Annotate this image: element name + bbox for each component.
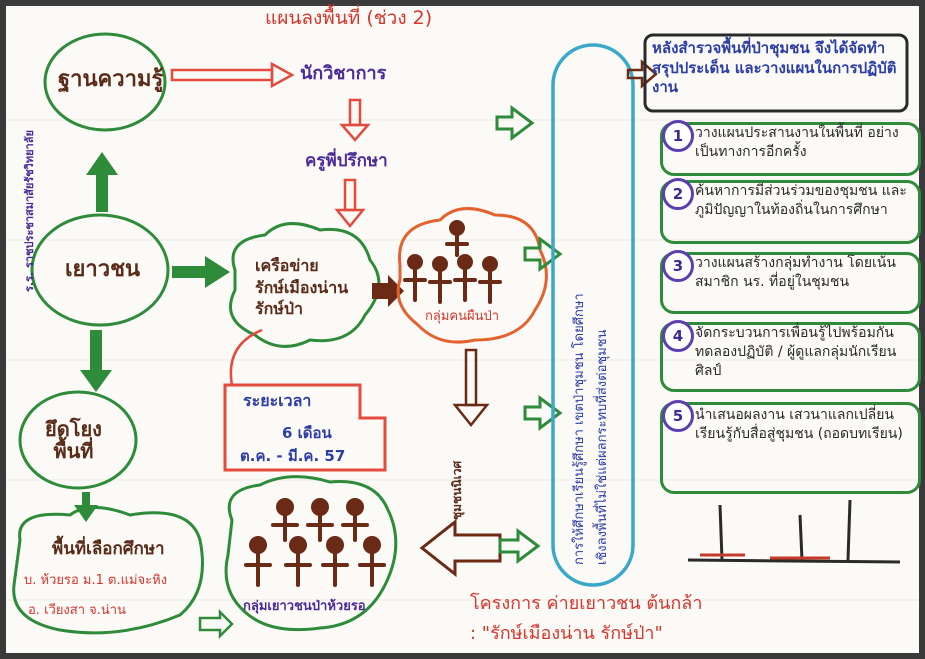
network-to-duration-connector [229,328,263,386]
study-area-title: พื้นที่เลือกศึกษา [52,539,165,559]
arrow-area-to-study [74,492,98,522]
plan-header-box [643,33,909,113]
youth-group-label: กลุ่มเยาวชนป่าห้วยรอ [243,599,366,614]
arrow-network-to-forest-group [372,275,404,307]
plan-item-4-text: จัดกระบวนการเพื่อนรู้ไปพร้อมกันทดลองปฏิบ… [695,325,897,379]
plan-item-1-number: 1 [662,120,694,152]
footer-project-name: : "รักษ์เมืองน่าน รักษ์ป่า" [470,623,663,644]
community-label: ชุมชนนิเวศ [450,460,464,520]
duration-value: 6 เดือน [282,424,332,442]
plan-item-4-box [660,322,921,392]
arrow-study-to-youth-group [198,608,234,640]
mentor-label: ครูพี่ปรึกษา [305,151,388,171]
arrow-capsule-to-plan [626,59,658,89]
youth-circle [30,213,170,327]
area-link-circle [18,390,138,490]
knowledge-base-label: ฐานความรู้ [58,67,164,92]
network-label: เครือข่าย รักษ์เมืองน่าน รักษ์ป่า [255,256,349,319]
scholar-label: นักวิชาการ [300,63,387,84]
plan-item-3-text: วางแผนสร้างกลุ่มทำงาน โดยเน้นสมาชิก นร. … [695,255,896,290]
arrow-forest-group-down [452,348,490,428]
study-area-line1: บ. ห้วยรอ ม.1 ต.แม่จะหิง [24,573,168,588]
trees-sketch [687,499,901,564]
plan-item-4-number: 4 [662,320,694,352]
plan-item-5-number: 5 [662,400,694,432]
arrow-youth-to-network [172,256,230,288]
footer-project-line: โครงการ ค่ายเยาวชน ต้นกล้า [470,593,703,614]
youth-group-cloud [224,475,398,632]
plan-item-2-box [660,180,921,244]
plan-item-5-text: นำเสนอผลงาน เสวนาแลกเปลี่ยนเรียนรู้กับสื… [695,407,903,442]
forest-group-label: กลุ่มคนผืนป่า [425,309,500,324]
plan-header-text: หลังสำรวจพื้นที่ป่าชุมชน จึงได้จัดทำสรุป… [652,39,897,96]
area-link-label: ยึดโยง พื้นที่ [45,417,102,463]
arrow-youth-to-area [80,330,112,392]
capsule-line1: การให้ศึกษาเรียนรู้ศึกษา เขตป่าชุมชน โดย… [572,293,587,565]
youth-label: เยาวชน [65,257,141,282]
capsule-line2: เชิงลงพื้นที่ไม่ใช่แต่ผลกระทบที่ส่งต่อชุ… [595,329,610,566]
arrow-knowledge-to-scholar [170,61,295,89]
arrow-community-to-youth-group [419,518,502,578]
plan-item-5-box [660,402,921,494]
youth-group-people-icon [244,498,386,587]
plan-item-3-box [660,252,921,314]
page-title: แผนลงพื้นที่ (ช่วง 2) [265,7,433,29]
ground-red-marks [700,553,830,560]
plan-item-2-text: ค้นหาการมีส่วนร่วมของชุมชน และภูมิปัญญาใ… [695,183,907,218]
plan-item-1-text: วางแผนประสานงานในพื้นที่ อย่าง เป็นทางกา… [695,125,899,160]
arrow-scholar-to-mentor [339,98,371,142]
forest-group-people-icon [403,220,502,304]
summary-capsule [551,43,635,587]
forest-group-cloud [396,207,548,344]
plan-item-2-number: 2 [662,178,694,210]
knowledge-base-circle [43,32,167,132]
plan-item-1-box [660,122,921,176]
study-area-cloud [12,506,204,635]
arrow-youth-to-knowledge [86,152,118,212]
duration-range: ต.ค. - มี.ค. 57 [240,447,346,465]
plan-item-3-number: 3 [662,250,694,282]
duration-title: ระยะเวลา [243,391,312,410]
study-area-line2: อ. เวียงสา จ.น่าน [28,603,126,618]
arrows-to-capsule [495,105,563,564]
arrow-mentor-to-network [334,178,366,228]
paper-background [6,6,919,653]
duration-box [223,383,387,472]
youth-school-label: ร.ร. ราชประชาสมาสัยรัชวิทยาลัย [23,130,36,292]
